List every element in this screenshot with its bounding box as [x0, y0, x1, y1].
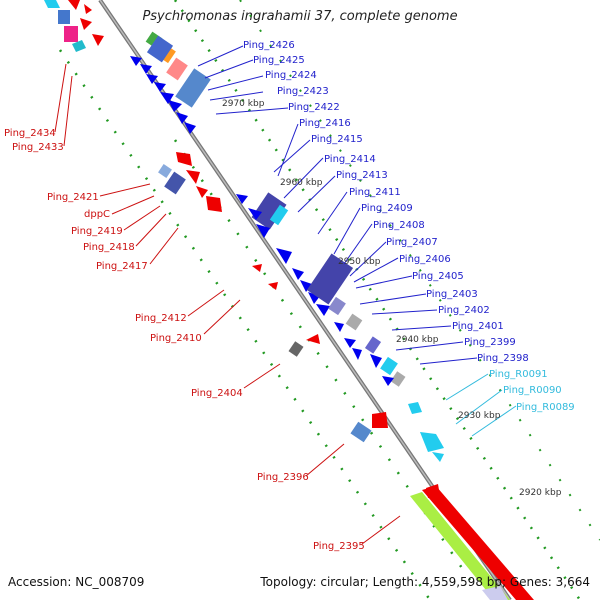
label-ping-2413: Ping_2413	[336, 170, 388, 181]
label-ping-2407: Ping_2407	[386, 237, 438, 248]
rna-genes[interactable]	[408, 402, 444, 462]
leader-lines-cyan	[445, 373, 517, 437]
leader-lines-red	[54, 63, 401, 545]
reverse-cluster-1[interactable]	[158, 152, 222, 212]
large-bottom-genes[interactable]	[410, 486, 534, 600]
top-left-genes[interactable]	[44, 0, 104, 52]
leader-lines-blue	[197, 45, 478, 365]
label-ping-2415: Ping_2415	[311, 134, 363, 145]
scale-2940: 2940 kbp	[396, 335, 439, 345]
gc-track-dots	[58, 0, 600, 600]
label-ping-2411: Ping_2411	[349, 187, 401, 198]
label-ping-r0090: Ping_R0090	[503, 385, 562, 396]
label-ping-2423: Ping_2423	[277, 86, 329, 97]
label-ping-2421: Ping_2421	[47, 192, 99, 203]
reverse-cluster-2[interactable]	[252, 264, 320, 357]
accession-text: Accession: NC_008709	[8, 575, 145, 589]
label-ping-2408: Ping_2408	[373, 220, 425, 231]
label-ping-2398: Ping_2398	[477, 353, 529, 364]
genome-summary-text: Topology: circular; Length: 4,559,598 bp…	[260, 575, 590, 589]
label-ping-2414: Ping_2414	[324, 154, 376, 165]
map-title: Psychromonas ingrahamii 37, complete gen…	[142, 9, 458, 24]
label-ping-2419: Ping_2419	[71, 226, 123, 237]
scale-2960: 2960 kbp	[280, 178, 323, 188]
label-ping-2401: Ping_2401	[452, 321, 504, 332]
label-ping-2422: Ping_2422	[288, 102, 340, 113]
label-ping-2405: Ping_2405	[412, 271, 464, 282]
label-ping-2425: Ping_2425	[253, 55, 305, 66]
label-ping-2402: Ping_2402	[438, 305, 490, 316]
label-ping-2416: Ping_2416	[299, 118, 351, 129]
label-ping-r0091: Ping_R0091	[489, 369, 548, 380]
label-ping-2412: Ping_2412	[135, 313, 187, 324]
label-ping-2406: Ping_2406	[399, 254, 451, 265]
gene-labels-cyan[interactable]: Ping_R0091 Ping_R0090 Ping_R0089	[489, 369, 575, 413]
label-dppc: dppC	[84, 209, 110, 220]
scale-2970: 2970 kbp	[222, 99, 265, 109]
label-ping-2433: Ping_2433	[12, 142, 64, 153]
forward-cluster-2[interactable]	[236, 192, 406, 387]
scale-2920: 2920 kbp	[519, 488, 562, 498]
label-ping-2417: Ping_2417	[96, 261, 148, 272]
forward-cluster-1[interactable]	[130, 31, 211, 134]
gene-labels-red[interactable]: Ping_2434 Ping_2433 Ping_2421 dppC Ping_…	[4, 128, 365, 552]
scale-labels: 2970 kbp 2960 kbp 2950 kbp 2940 kbp 2930…	[222, 99, 562, 498]
label-ping-2409: Ping_2409	[361, 203, 413, 214]
reverse-cluster-3[interactable]	[350, 412, 440, 498]
label-ping-2396: Ping_2396	[257, 472, 309, 483]
label-ping-2404: Ping_2404	[191, 388, 243, 399]
label-ping-2395: Ping_2395	[313, 541, 365, 552]
scale-2930: 2930 kbp	[458, 411, 501, 421]
label-ping-2424: Ping_2424	[265, 70, 317, 81]
label-ping-2410: Ping_2410	[150, 333, 202, 344]
label-ping-2426: Ping_2426	[243, 40, 295, 51]
scale-2950: 2950 kbp	[338, 257, 381, 267]
label-ping-2418: Ping_2418	[83, 242, 135, 253]
label-ping-r0089: Ping_R0089	[516, 402, 575, 413]
label-ping-2403: Ping_2403	[426, 289, 478, 300]
gene-labels-blue[interactable]: Ping_2426 Ping_2425 Ping_2424 Ping_2423 …	[243, 40, 529, 364]
label-ping-2399: Ping_2399	[464, 337, 516, 348]
label-ping-2434: Ping_2434	[4, 128, 56, 139]
